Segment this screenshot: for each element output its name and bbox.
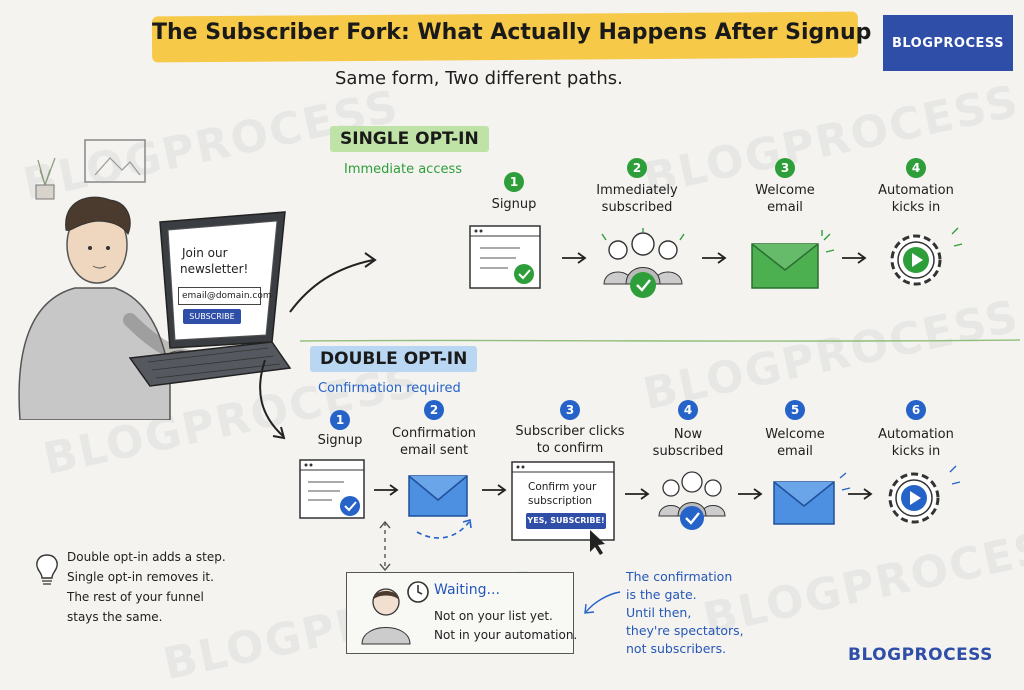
step-label: Immediately [596,183,678,198]
now-subscribed-group-icon [658,471,726,530]
gate-note-line: not subscribers. [626,641,727,656]
yes-subscribe-button[interactable]: YES, SUBSCRIBE! [526,513,606,529]
subscribed-group-icon [601,228,685,298]
automation-gear-icon [890,227,963,286]
step-label: Confirmation [391,426,477,441]
fork-arrows [259,252,377,440]
gate-note-line: Until then, [626,605,692,620]
waiting-connector [379,520,391,572]
watermark: BLOGPROCESS [638,290,1024,421]
arrow-icon [625,488,650,500]
confirm-text-line1: Confirm your [528,481,597,493]
step-label: to confirm [536,441,604,456]
step-label: Welcome [765,427,825,442]
tip-line: stays the same. [67,610,163,624]
signup-form-icon [299,459,365,519]
brand-logo-footer: BLOGPROCESS [848,645,993,665]
step-label: email sent [399,443,469,458]
arrow-icon [702,252,727,264]
step-label: kicks in [891,444,941,459]
step-number: 1 [504,172,524,192]
automation-gear-icon [888,465,961,524]
section-divider [300,339,1021,342]
step-number: 2 [424,400,444,420]
laptop-email-field[interactable]: email@domain.com [178,287,272,305]
step-label: Signup [491,197,537,212]
step-label: subscribed [652,444,724,459]
gate-note-arrow [584,591,621,614]
gate-note-line: The confirmation [626,569,733,584]
arrow-icon [562,252,587,264]
arrow-icon [482,484,507,496]
step-number: 6 [906,400,926,420]
tip-line: The rest of your funnel [67,590,204,604]
page-title: The Subscriber Fork: What Actually Happe… [152,20,872,45]
step-label: Now [673,427,703,442]
confirmation-email-icon [408,475,472,539]
double-optin-label: DOUBLE OPT-IN [310,346,478,372]
double-optin-sublabel: Confirmation required [318,381,461,396]
arrow-icon [842,252,867,264]
arrow-icon [374,484,399,496]
step-number: 3 [775,158,795,178]
brand-logo: BLOGPROCESS [883,15,1013,71]
laptop-subscribe-button[interactable]: SUBSCRIBE [183,309,241,324]
step-number: 4 [678,400,698,420]
step-label: subscribed [601,200,673,215]
step-number: 3 [560,400,580,420]
waiting-title: Waiting... [434,582,500,598]
welcome-email-icon [773,472,851,525]
arrow-icon [848,488,873,500]
gate-note-line: they're spectators, [626,623,744,638]
tip-line: Single opt-in removes it. [67,570,214,584]
waiting-person-icon [361,588,411,645]
single-optin-sublabel: Immediate access [344,162,463,177]
clock-icon [407,581,429,603]
step-number: 4 [906,158,926,178]
tip-line: Double opt-in adds a step. [67,550,226,564]
waiting-line: Not in your automation. [434,628,578,642]
step-label: Subscriber clicks [515,424,625,439]
step-label: Automation [878,183,954,198]
step-number: 1 [330,410,350,430]
step-label: Signup [317,433,363,448]
signup-form-icon [469,225,541,289]
laptop-headline: Join our [182,246,228,260]
single-optin-label: SINGLE OPT-IN [330,126,489,152]
step-label: kicks in [891,200,941,215]
step-label: email [777,444,813,459]
step-label: Automation [878,427,954,442]
step-number: 5 [785,400,805,420]
page-subtitle: Same form, Two different paths. [335,68,623,89]
watermark: BLOGPROCESS [698,515,1024,646]
step-label: email [767,200,803,215]
waiting-line: Not on your list yet. [434,609,553,623]
step-label: Welcome [755,183,815,198]
person-at-laptop-illustration [18,139,292,420]
confirm-window-icon [511,461,615,555]
step-number: 2 [627,158,647,178]
lightbulb-icon [36,554,58,585]
laptop-headline-2: newsletter! [180,262,249,276]
arrow-icon [738,488,763,500]
gate-note-line: is the gate. [626,587,697,602]
welcome-email-icon [751,230,835,289]
confirm-text-line2: subscription [528,495,593,507]
